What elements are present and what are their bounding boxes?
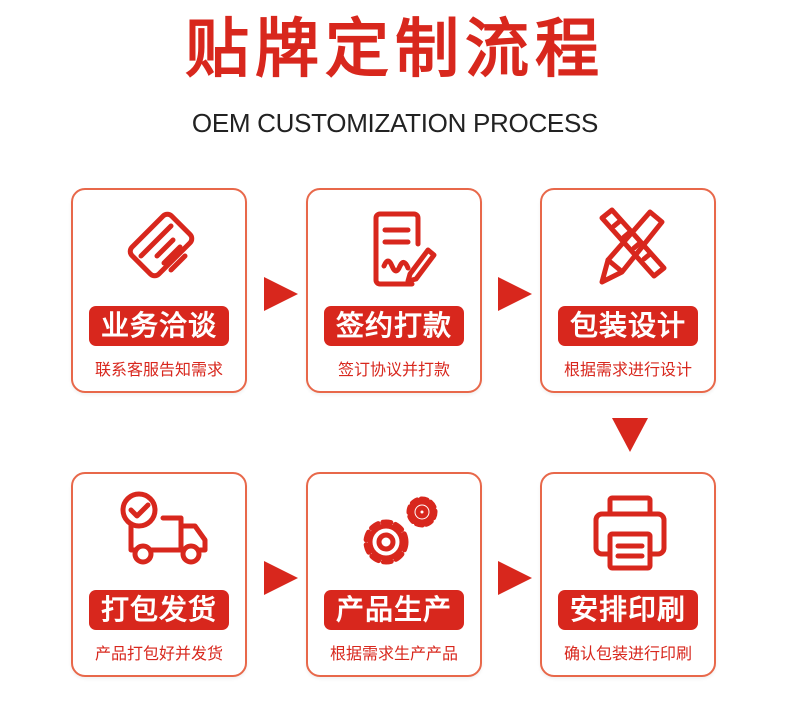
- gears-icon: [346, 488, 446, 578]
- step-description: 确认包装进行印刷: [563, 644, 692, 663]
- step-card-packaging-design: 包装设计 根据需求进行设计: [540, 188, 716, 393]
- step-label: 产品生产: [324, 590, 464, 630]
- step-description: 签订协议并打款: [337, 360, 450, 379]
- arrow-down-icon: [612, 418, 648, 452]
- arrow-right-icon: [498, 561, 532, 595]
- step-description: 根据需求进行设计: [563, 360, 692, 379]
- page-title: 贴牌定制流程: [185, 13, 605, 87]
- step-card-arrange-printing: 安排印刷 确认包装进行印刷: [540, 472, 716, 677]
- step-label: 签约打款: [324, 306, 464, 346]
- step-description: 联系客服告知需求: [94, 360, 223, 379]
- arrow-right-icon: [498, 277, 532, 311]
- arrow-right-icon: [264, 561, 298, 595]
- step-card-contract-payment: 签约打款 签订协议并打款: [306, 188, 482, 393]
- step-card-pack-and-ship: 打包发货 产品打包好并发货: [71, 472, 247, 677]
- step-label: 安排印刷: [558, 590, 698, 630]
- step-label: 业务洽谈: [89, 306, 229, 346]
- printer-icon: [580, 488, 680, 578]
- page-subtitle: OEM CUSTOMIZATION PROCESS: [191, 108, 599, 138]
- step-label: 包装设计: [558, 306, 698, 346]
- contract-sign-icon: [346, 204, 446, 294]
- pencil-ruler-icon: [580, 204, 680, 294]
- step-card-business-negotiation: 业务洽谈 联系客服告知需求: [71, 188, 247, 393]
- handshake-icon: [111, 204, 211, 294]
- step-description: 根据需求生产产品: [329, 644, 458, 663]
- step-card-production: 产品生产 根据需求生产产品: [306, 472, 482, 677]
- step-label: 打包发货: [89, 590, 229, 630]
- delivery-truck-icon: [111, 488, 211, 578]
- arrow-right-icon: [264, 277, 298, 311]
- step-description: 产品打包好并发货: [94, 644, 223, 663]
